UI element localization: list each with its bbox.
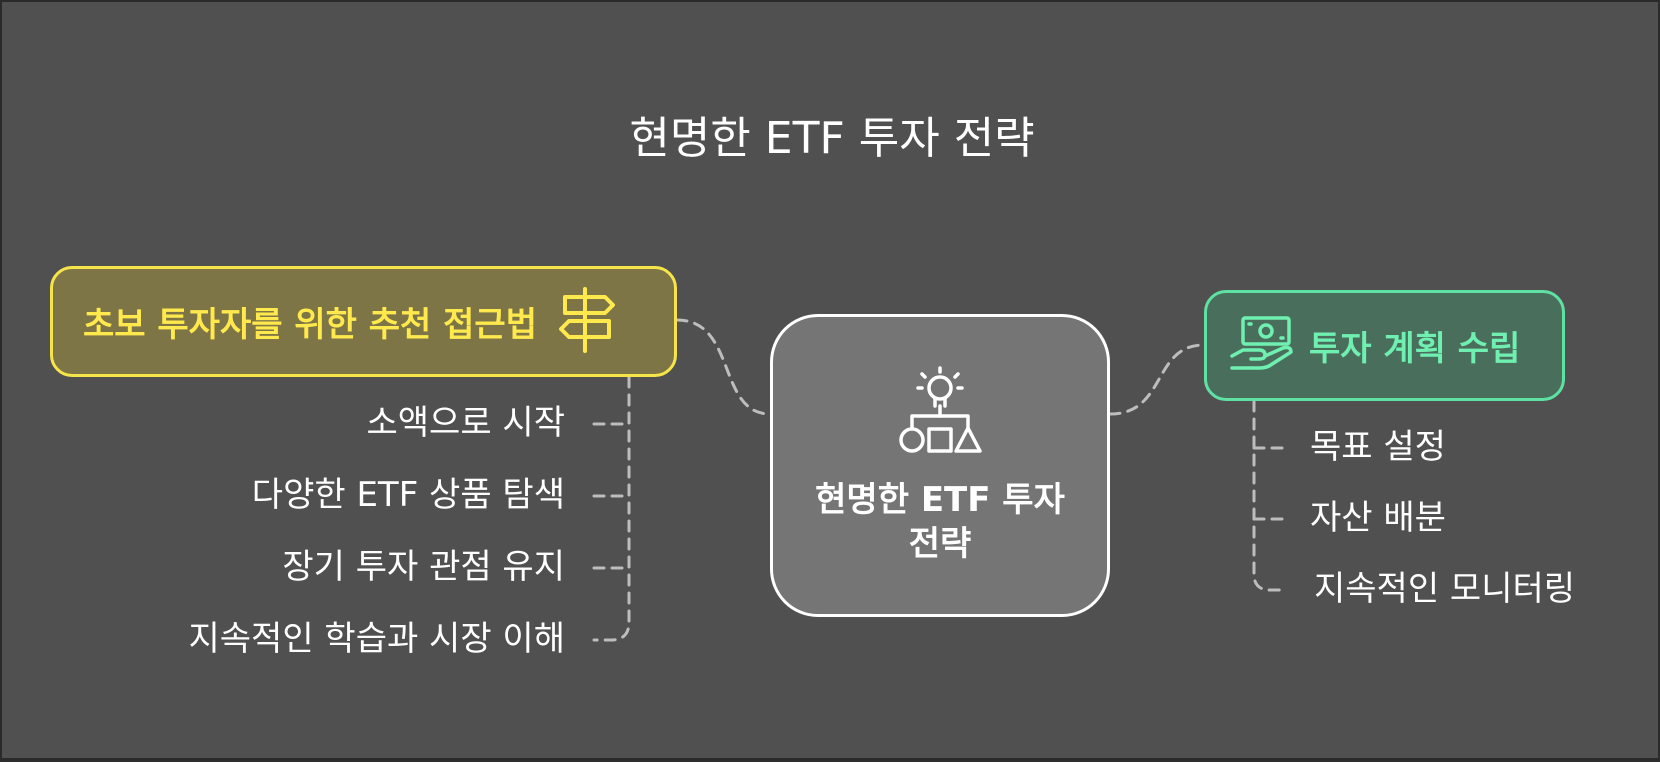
central-label: 현명한 ETF 투자 전략 [815,479,1065,564]
connector-left-center [675,318,772,416]
left-item-2: 다양한 ETF 상품 탐색 [251,475,565,515]
central-node: 현명한 ETF 투자 전략 [770,314,1110,617]
money-hand-icon [1229,314,1295,378]
branch-box-beginner-approach: 초보 투자자를 위한 추천 접근법 [50,266,677,377]
right-item-1: 목표 설정 [1310,427,1446,467]
signpost-icon [555,285,619,359]
left-item-4: 지속적인 학습과 시장 이해 [188,619,565,659]
left-item-3: 장기 투자 관점 유지 [282,547,565,587]
connector-center-right [1108,343,1206,416]
connector-right-spine [1252,399,1289,592]
right-item-2: 자산 배분 [1310,498,1446,538]
branch-label: 초보 투자자를 위한 추천 접근법 [83,305,537,345]
idea-shapes-icon [890,365,990,466]
left-item-1: 소액으로 시작 [366,403,566,443]
connector-left-spine [592,375,631,642]
right-item-3: 지속적인 모니터링 [1314,569,1576,609]
branch-label: 투자 계획 수립 [1309,329,1521,369]
diagram-title: 현명한 ETF 투자 전략 [629,113,1035,164]
branch-box-investment-plan: 투자 계획 수립 [1204,290,1565,401]
